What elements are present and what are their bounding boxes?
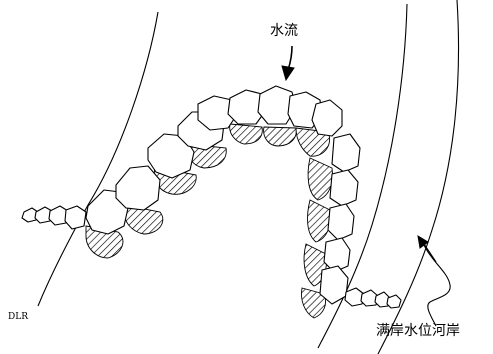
scour-area bbox=[264, 127, 297, 146]
flow-label: 水流 bbox=[270, 20, 298, 40]
boulder bbox=[330, 170, 358, 206]
bankfull-leader-line bbox=[424, 245, 450, 326]
boulder bbox=[328, 204, 354, 240]
scour-area bbox=[308, 158, 332, 200]
bankfull-arrow-icon bbox=[424, 244, 436, 262]
boulder bbox=[116, 166, 160, 210]
dlr-label: DLR bbox=[8, 312, 28, 322]
boulder bbox=[312, 100, 342, 136]
scour-area bbox=[308, 200, 331, 242]
boulder bbox=[332, 134, 360, 172]
flow-arrow-head bbox=[282, 66, 294, 80]
boulder bbox=[65, 206, 86, 229]
boulder-structure bbox=[22, 86, 401, 308]
scour-area bbox=[230, 124, 263, 144]
bankfull-bank-label: 满岸水位河岸 bbox=[376, 320, 460, 340]
left-bank-line bbox=[38, 12, 158, 306]
flow-arrow-icon bbox=[288, 46, 292, 70]
